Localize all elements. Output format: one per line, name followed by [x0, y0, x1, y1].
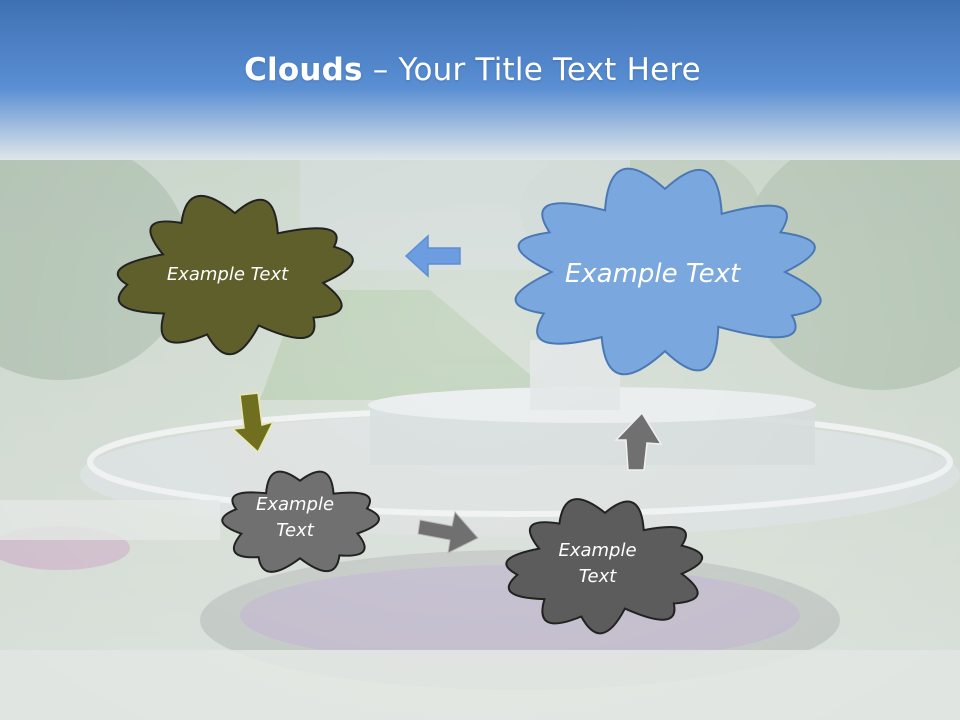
cloud-gray-dark-shape — [505, 498, 703, 635]
cloud-olive[interactable] — [116, 195, 354, 356]
cloud-blue-label[interactable]: Example Text — [520, 240, 785, 310]
arrow-down — [231, 392, 275, 454]
cloud-blue-shape — [514, 167, 822, 376]
cloud-gray-small-line2: Text — [276, 520, 314, 541]
cloud-blue[interactable] — [514, 167, 822, 376]
cloud-gray-small-label[interactable]: Example Text — [225, 486, 365, 550]
cloud-gray-small-line1: Example — [255, 493, 335, 515]
arrow-left — [404, 234, 461, 278]
cloud-olive-text: Example Text — [166, 263, 289, 285]
title-bold: Clouds — [244, 52, 363, 88]
cloud-olive-label[interactable]: Example Text — [120, 245, 335, 305]
slide-title[interactable]: Clouds – Your Title Text Here — [0, 52, 945, 88]
title-dash: – — [362, 52, 399, 88]
cloud-blue-text: Example Text — [564, 259, 741, 290]
cloud-gray-small-shape — [221, 470, 380, 573]
arrow-right — [417, 510, 479, 554]
title-band — [0, 0, 960, 160]
cloud-gray-dark[interactable] — [505, 498, 703, 635]
cloud-gray-small[interactable] — [221, 470, 380, 573]
arrow-up — [614, 411, 663, 471]
title-rest: Your Title Text Here — [398, 52, 701, 88]
cloud-gray-dark-label[interactable]: Example Text — [515, 532, 680, 596]
cloud-gray-dark-line1: Example — [558, 539, 637, 561]
cloud-olive-shape — [116, 195, 354, 356]
cloud-gray-dark-line2: Text — [578, 566, 617, 587]
